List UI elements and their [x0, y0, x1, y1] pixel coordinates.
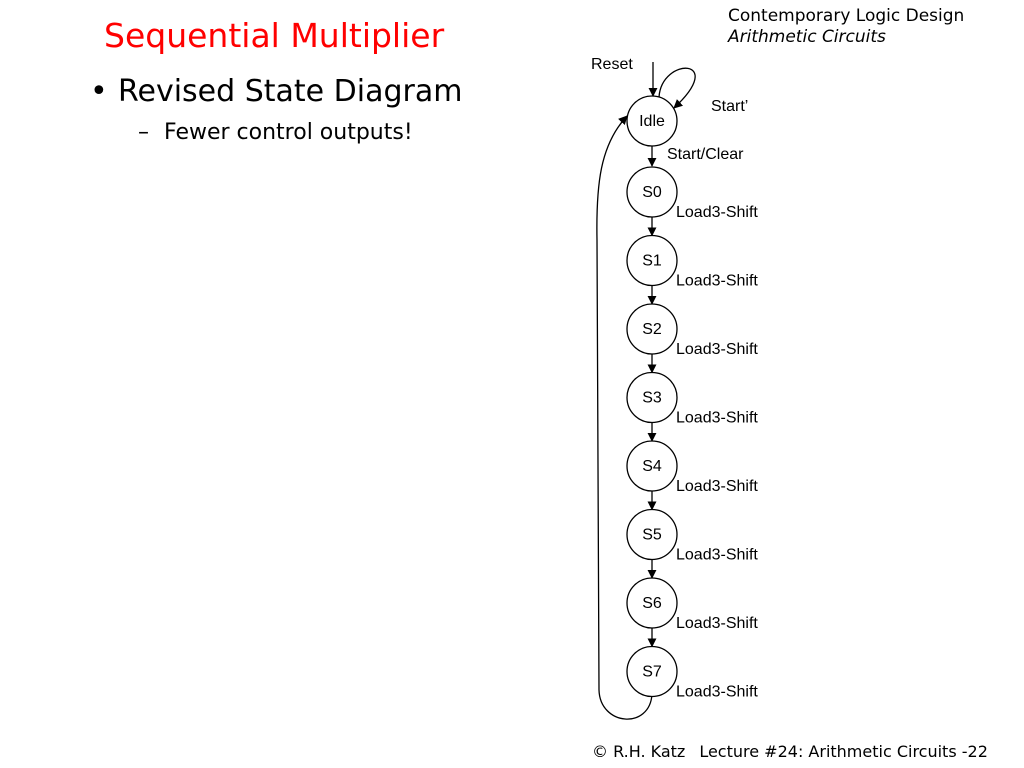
state-s1-label: S1 — [642, 253, 662, 270]
sub-bullet: –Fewer control outputs! — [138, 120, 413, 145]
main-bullet: • Revised State Diagram — [90, 74, 462, 109]
state-s7-output-label: Load3-Shift — [676, 684, 758, 701]
state-s7 — [626, 645, 678, 698]
state-s4-label: S4 — [642, 458, 662, 475]
reset-label: Reset — [591, 56, 633, 73]
slide-title: Sequential Multiplier — [104, 16, 445, 55]
state-s2-output-label: Load3-Shift — [676, 341, 758, 358]
bullet-dot-icon: • — [90, 74, 108, 109]
state-s5-output-label: Load3-Shift — [676, 547, 758, 564]
course-topic: Arithmetic Circuits — [728, 27, 886, 47]
state-s1-output-label: Load3-Shift — [676, 273, 758, 290]
state-s6-output-label: Load3-Shift — [676, 615, 758, 632]
footer-copyright: © R.H. Katz — [592, 742, 686, 761]
footer: © R.H. Katz Lecture #24: Arithmetic Circu… — [592, 742, 988, 761]
state-s3-output-label: Load3-Shift — [676, 410, 758, 427]
state-idle-label: Idle — [639, 113, 665, 130]
idle-exit-label: Start/Clear — [667, 146, 744, 163]
state-s3-label: S3 — [642, 390, 662, 407]
return-arc — [596, 115, 653, 720]
idle-self-loop-label: Start’ — [711, 98, 748, 115]
state-s6-label: S6 — [642, 595, 662, 612]
state-s2-label: S2 — [642, 321, 662, 338]
state-s4-output-label: Load3-Shift — [676, 478, 758, 495]
idle-self-loop — [658, 67, 696, 109]
header-course-info: Contemporary Logic Design Arithmetic Cir… — [728, 6, 964, 48]
course-title: Contemporary Logic Design — [728, 6, 965, 26]
state-s7-label: S7 — [642, 664, 662, 681]
state-s0-label: S0 — [642, 184, 662, 201]
bullet-dash-icon: – — [138, 120, 149, 145]
state-s0-output-label: Load3-Shift — [676, 204, 758, 221]
sub-bullet-text: Fewer control outputs! — [164, 120, 413, 145]
state-s5-label: S5 — [642, 527, 662, 544]
footer-lecture: Lecture #24: Arithmetic Circuits -22 — [699, 742, 988, 761]
main-bullet-text: Revised State Diagram — [118, 74, 463, 109]
state-chain: S0Load3-ShiftS1Load3-ShiftS2Load3-ShiftS… — [626, 166, 758, 701]
